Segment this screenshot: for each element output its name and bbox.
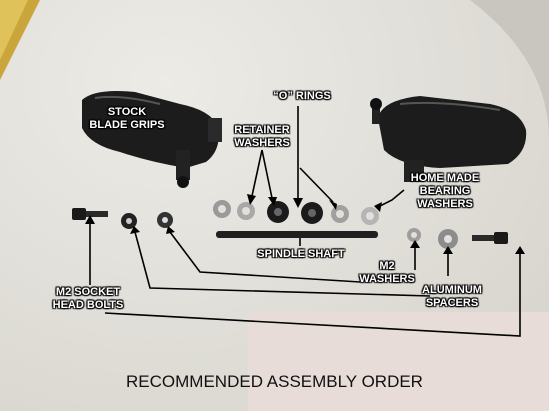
label-stock-blade-grips: STOCK BLADE GRIPS xyxy=(89,106,165,131)
caption: RECOMMENDED ASSEMBLY ORDER xyxy=(126,372,423,391)
label-o-rings: “O” RINGS xyxy=(273,90,331,102)
right-blade-grip xyxy=(370,96,527,182)
label-home-made-bearing-washers: HOME MADE BEARING WASHERS xyxy=(410,172,480,210)
pointer-lines xyxy=(89,106,521,337)
washer-row xyxy=(213,200,379,225)
label-spindle-shaft: SPINDLE SHAFT xyxy=(257,248,345,260)
label-m2-socket-head-bolts: M2 SOCKET HEAD BOLTS xyxy=(52,286,124,311)
label-m2-washers: M2 WASHERS xyxy=(359,260,415,285)
label-retainer-washers: RETAINER WASHERS xyxy=(234,124,290,149)
left-blade-grip xyxy=(82,91,222,188)
arrow-heads xyxy=(85,194,525,254)
spindle-shaft xyxy=(216,231,378,238)
mat-edge xyxy=(470,0,549,140)
yellow-wire-highlight xyxy=(0,0,28,60)
right-bolt xyxy=(472,232,508,244)
left-bolt xyxy=(72,208,108,220)
light-patch xyxy=(248,312,549,411)
label-aluminum-spacers: ALUMINUM SPACERS xyxy=(422,284,482,309)
